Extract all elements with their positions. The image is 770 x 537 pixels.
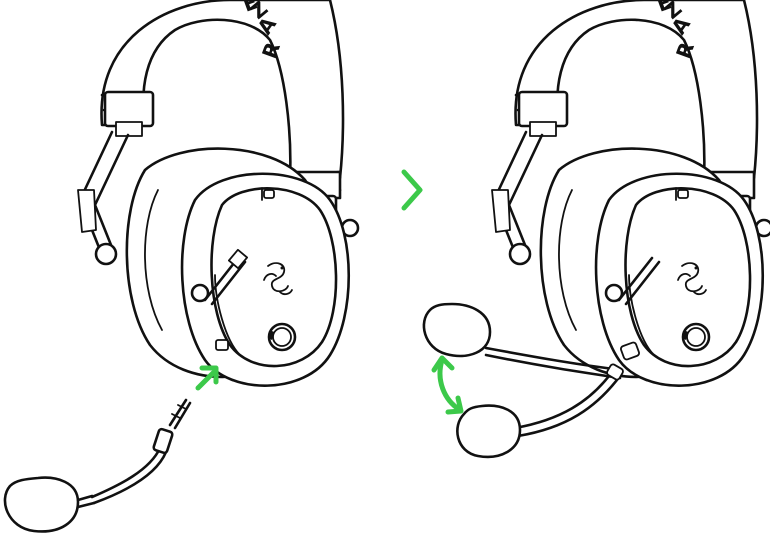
detachable-mic	[3, 398, 192, 533]
razer-snake-logo-icon	[263, 262, 293, 296]
mic-35mm-plug	[168, 398, 188, 427]
hinge-clip	[529, 121, 557, 137]
pivot-knob	[508, 242, 532, 266]
hinge-block	[517, 90, 569, 128]
pivot-knob	[94, 242, 118, 266]
hinge-clip	[115, 121, 143, 137]
headband-left: R A Z E	[100, 0, 345, 200]
headset-left: R A Z E	[77, 0, 360, 387]
mic-connector-grip	[152, 427, 174, 455]
earcup-right	[594, 172, 765, 387]
attached-mic-lower	[456, 363, 624, 459]
hinge-block	[103, 90, 155, 128]
chevron-right-icon	[401, 169, 423, 211]
headset-right: R A Z E	[491, 0, 770, 387]
mic-foam-windscreen	[456, 404, 522, 459]
mic-foam-windscreen	[422, 302, 492, 358]
mic-foam-windscreen	[3, 476, 80, 533]
pivot-knob	[190, 283, 210, 303]
mic-port	[215, 339, 229, 351]
double-headed-curved-arrow-icon	[431, 355, 464, 415]
earcup-left	[180, 172, 351, 387]
pivot-knob	[604, 283, 624, 303]
arrow-up-right-icon	[195, 365, 219, 391]
razer-snake-logo-icon	[677, 262, 707, 296]
